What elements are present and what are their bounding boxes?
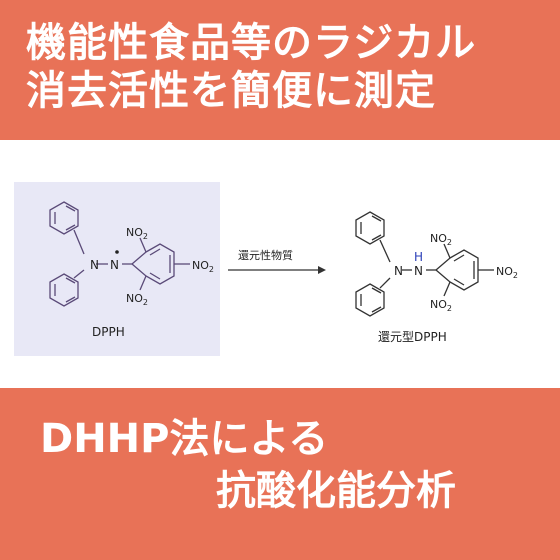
upper-phenyl-ring xyxy=(49,201,79,235)
reduced-dpph-molecule xyxy=(355,211,494,317)
product-picryl-ring xyxy=(435,249,479,291)
picryl-ring xyxy=(131,243,175,285)
reaction-scheme-svg: N N NO2 NO2 NO2 DPPH 還元性物質 xyxy=(49,201,518,344)
dpph-nitro-bottom: NO2 xyxy=(126,292,148,307)
product-nitro-top: NO2 xyxy=(430,232,452,247)
dpph-molecule xyxy=(49,201,190,307)
headline-line-2: 消去活性を簡便に測定 xyxy=(26,68,436,114)
product-upper-phenyl-ring xyxy=(355,211,385,245)
arrow-head xyxy=(318,266,326,274)
product-nitro-bottom: NO2 xyxy=(430,298,452,313)
reaction-figure: N N NO2 NO2 NO2 DPPH 還元性物質 xyxy=(0,140,560,388)
reagent-label: 還元性物質 xyxy=(238,248,293,262)
reactant-panel xyxy=(14,182,220,356)
headline-line-4: 抗酸化能分析 xyxy=(216,468,456,514)
bottom-banner xyxy=(0,388,560,560)
top-banner xyxy=(0,0,560,140)
lower-phenyl-ring xyxy=(49,273,79,307)
product-lower-phenyl-ring xyxy=(355,283,385,317)
dpph-nitro-top: NO2 xyxy=(126,226,148,241)
product-n2: N xyxy=(414,264,423,278)
dpph-nitro-para: NO2 xyxy=(192,259,214,274)
radical-dot xyxy=(115,250,119,254)
dpph-label: DPPH xyxy=(92,325,125,339)
dpph-n1: N xyxy=(90,258,99,272)
product-n1: N xyxy=(394,264,403,278)
headline-line-1: 機能性食品等のラジカル xyxy=(26,20,477,66)
headline-line-3: DHHP法による xyxy=(40,416,329,462)
product-hydrogen: H xyxy=(414,250,423,264)
reduced-dpph-label: 還元型DPPH xyxy=(378,330,447,344)
product-nitro-para: NO2 xyxy=(496,265,518,280)
dpph-n2: N xyxy=(110,258,119,272)
